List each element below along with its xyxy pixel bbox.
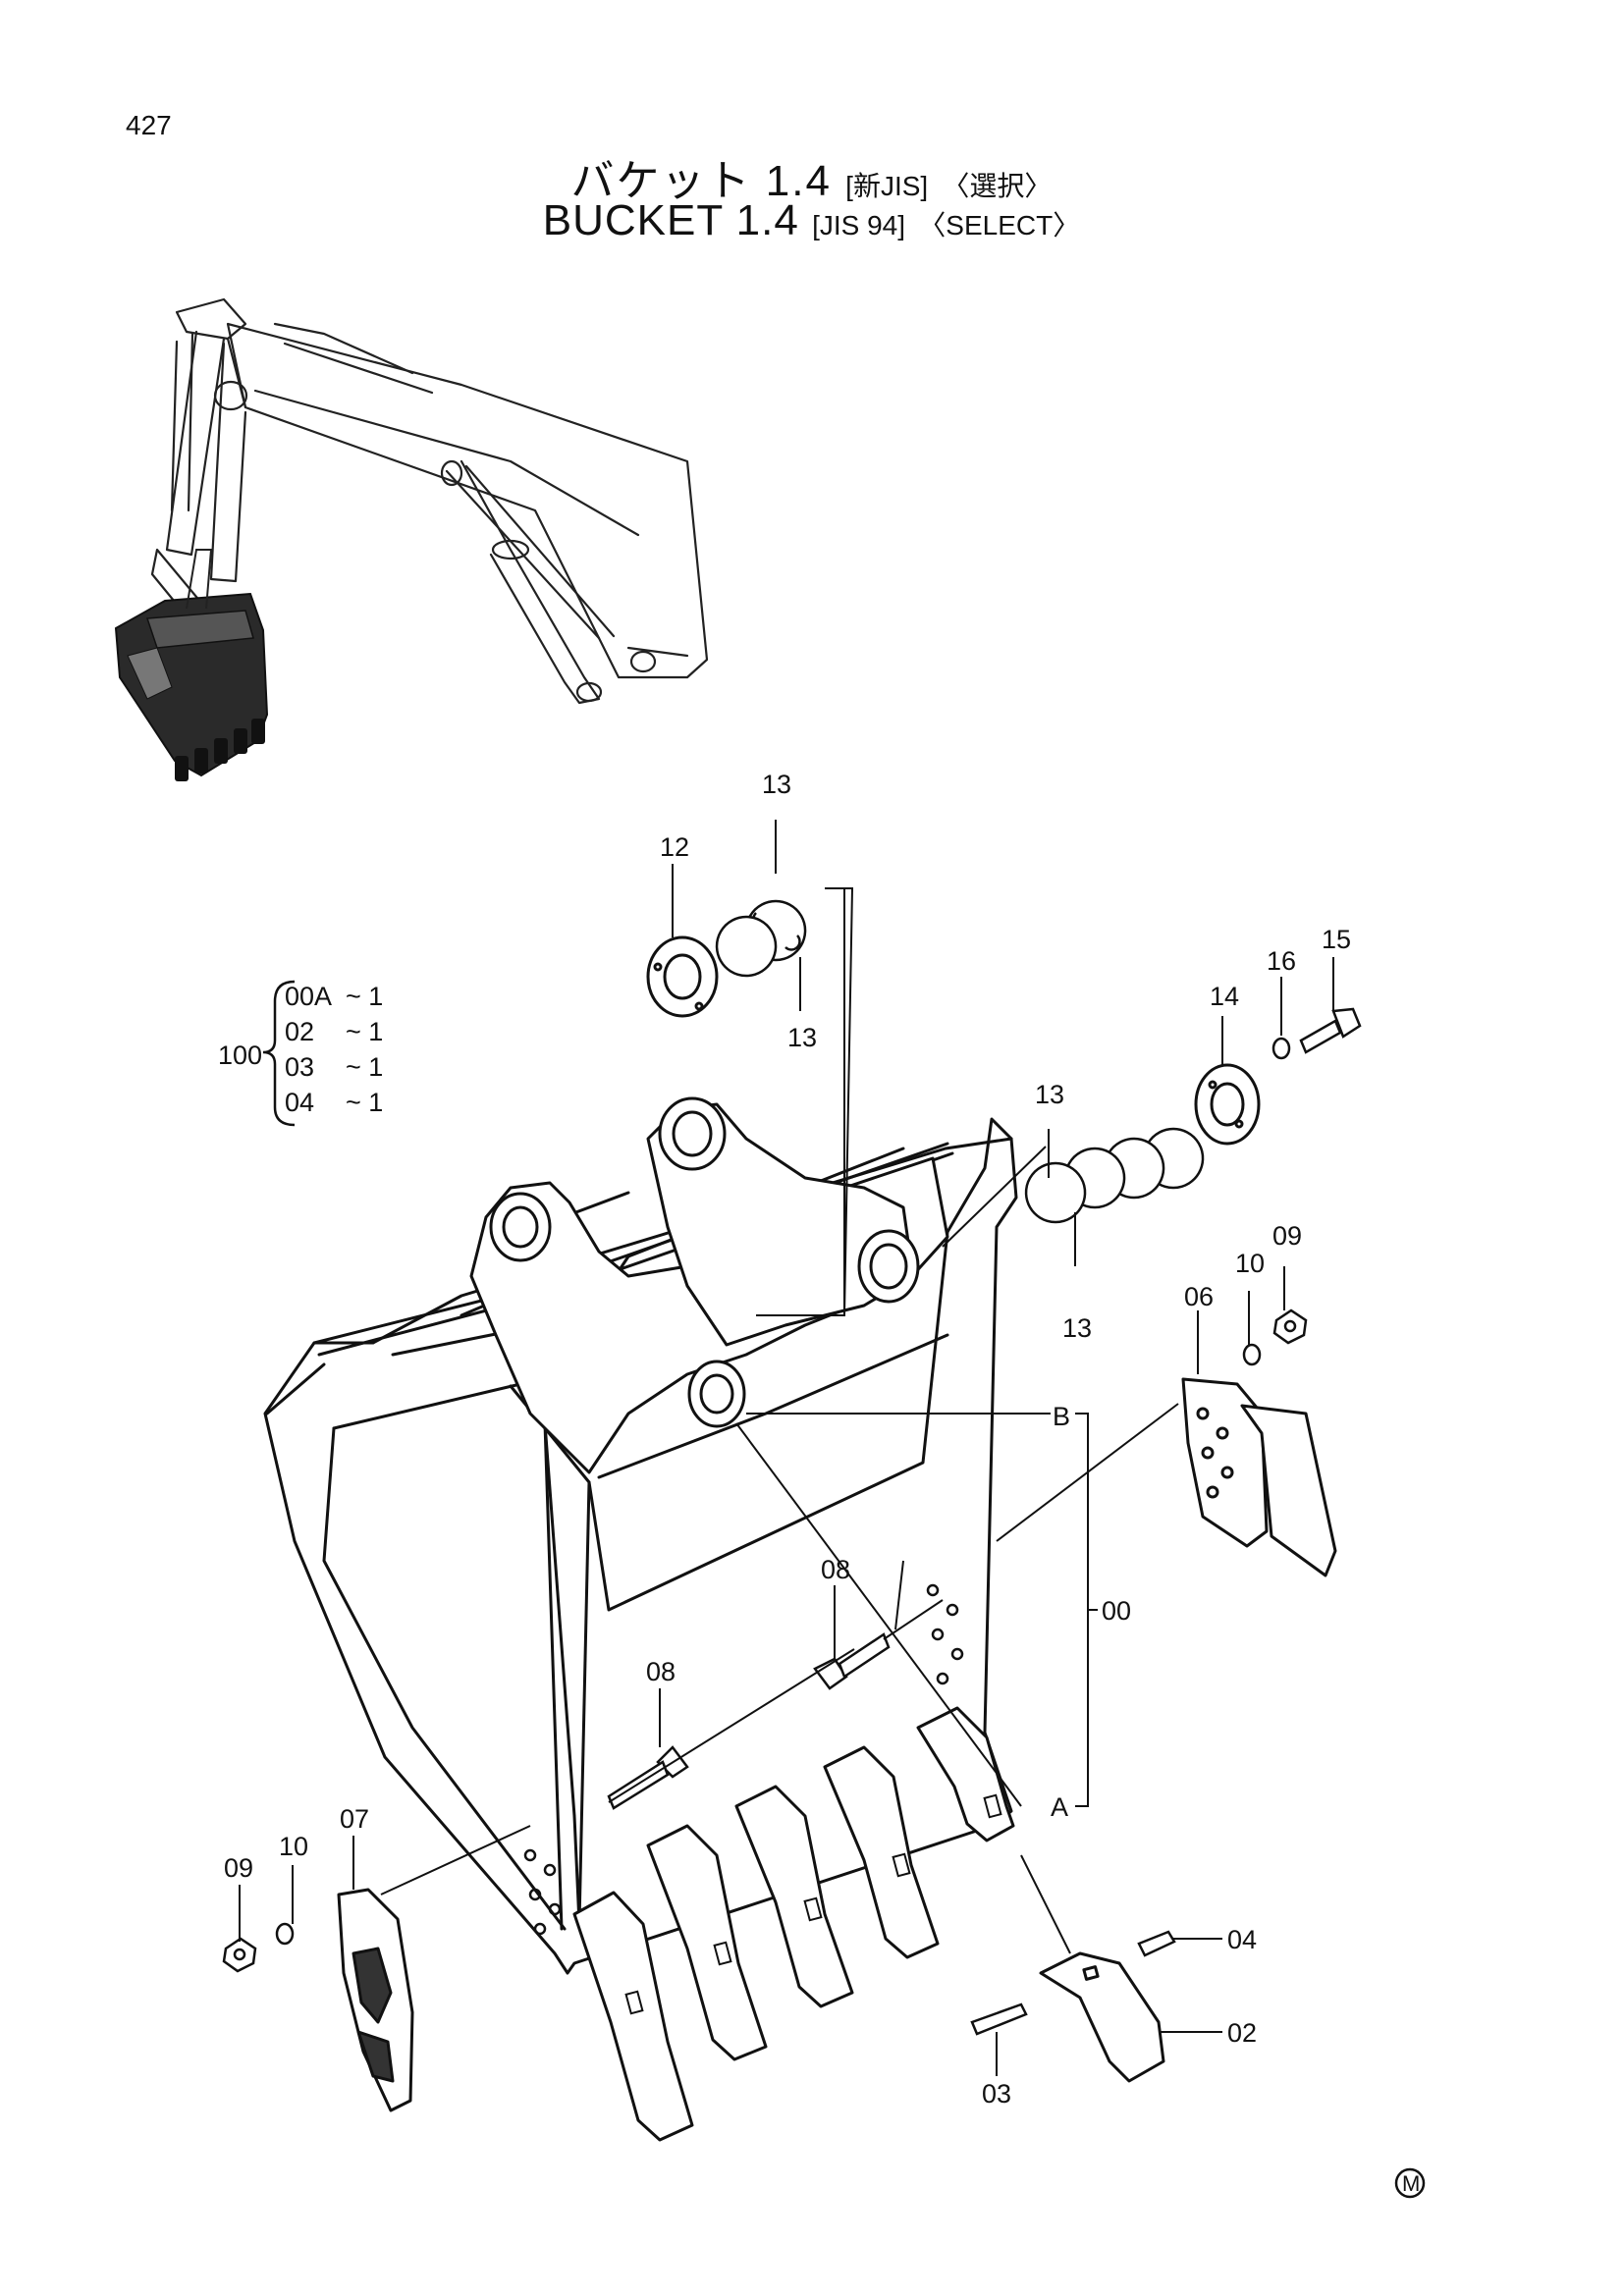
callout-A: A: [1051, 1792, 1068, 1822]
assembly-item-qty: ~ 1: [346, 1088, 383, 1117]
side-cutter-07: [337, 1888, 414, 2112]
washer-16: [1271, 1037, 1291, 1060]
callout-16: 16: [1267, 946, 1296, 976]
inset-bucket-illustration: [114, 549, 269, 781]
assembly-item-qty: ~ 1: [346, 1052, 383, 1082]
title-en-main: BUCKET 1.4: [542, 196, 799, 244]
side-cutter-holes: [523, 1583, 964, 1936]
assembly-bracket: [262, 980, 296, 1127]
callout-06: 06: [1184, 1282, 1214, 1311]
callout-03: 03: [982, 2079, 1011, 2109]
shims-13-lower: [1024, 1127, 1205, 1224]
washer-10-right: [1242, 1343, 1262, 1366]
callout-04: 04: [1227, 1925, 1257, 1954]
callout-08: 08: [821, 1555, 850, 1584]
pin-03: [970, 2002, 1028, 2036]
bolt-08-upper: [813, 1632, 891, 1690]
title-english: BUCKET 1.4 [JIS 94] 〈SELECT〉: [0, 196, 1623, 245]
assembly-item-qty: ~ 1: [346, 982, 383, 1011]
callout-09: 09: [1272, 1221, 1302, 1251]
callout-B: B: [1053, 1402, 1070, 1431]
tooth-slots: [624, 1793, 1002, 2015]
bucket-bosses: [489, 1096, 920, 1428]
callout-14: 14: [1210, 982, 1239, 1011]
callout-07: 07: [340, 1804, 369, 1834]
lock-04: [1137, 1930, 1176, 1957]
adapter-02: [1039, 1951, 1165, 2083]
nut-09-left: [222, 1937, 257, 1973]
title-ja-standard: [新JIS]: [845, 171, 929, 201]
callout-00: 00: [1102, 1596, 1131, 1626]
assembly-item-code: 03: [285, 1052, 314, 1082]
callout-15: 15: [1322, 925, 1351, 954]
title-en-option: 〈SELECT〉: [918, 210, 1081, 240]
title-en-standard: [JIS 94]: [812, 210, 906, 240]
callout-12: 12: [660, 832, 689, 862]
bolt-15: [1299, 1007, 1362, 1054]
excavator-arm-illustration: [150, 297, 709, 705]
washer-10-left: [275, 1922, 295, 1946]
leader-lines: [239, 820, 1334, 2076]
callout-13: 13: [1062, 1313, 1092, 1343]
callout-10: 10: [1235, 1249, 1265, 1278]
maker-mark-letter: M: [1402, 2171, 1420, 2196]
callout-13: 13: [762, 770, 791, 799]
plate-14: [1194, 1063, 1261, 1146]
assembly-number: 100: [218, 1041, 262, 1070]
callout-09: 09: [224, 1853, 253, 1883]
title-ja-option: 〈選択〉: [942, 171, 1053, 201]
maker-mark: M: [1394, 2167, 1426, 2199]
plate-12: [646, 935, 719, 1018]
callout-10: 10: [279, 1832, 308, 1861]
bucket-teeth: [572, 1706, 1015, 2142]
assembly-item-code: 02: [285, 1017, 314, 1046]
assembly-item-code: 00A: [285, 982, 332, 1011]
shims-13-upper: [715, 899, 807, 978]
page-number: 427: [126, 110, 172, 140]
title-japanese: バケット 1.4 [新JIS] 〈選択〉: [0, 145, 1623, 208]
title-ja-main: バケット 1.4: [570, 157, 832, 205]
callout-13: 13: [1035, 1080, 1064, 1109]
side-cutter-06: [1181, 1377, 1337, 1577]
callout-02: 02: [1227, 2018, 1257, 2048]
callout-08: 08: [646, 1657, 676, 1686]
nut-09-right: [1272, 1308, 1308, 1345]
assembly-item-code: 04: [285, 1088, 314, 1117]
assembly-item-qty: ~ 1: [346, 1017, 383, 1046]
callout-13: 13: [787, 1023, 817, 1052]
